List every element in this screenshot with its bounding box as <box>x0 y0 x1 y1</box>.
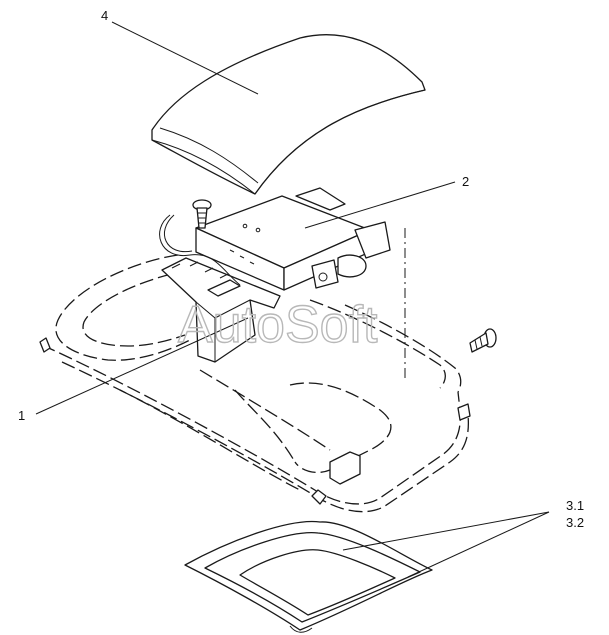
seat-pad-part-3 <box>184 520 433 633</box>
control-module-part-2 <box>195 187 391 291</box>
screw-right <box>469 328 497 353</box>
leader-part-2 <box>304 181 456 229</box>
screw-left <box>192 199 212 229</box>
watermark-text: AutoSoft <box>178 296 378 354</box>
cover-part-4 <box>151 34 426 195</box>
leader-part-4 <box>111 21 259 95</box>
callout-part-3-2: 3.2 <box>566 515 584 530</box>
seat-frame-outline <box>39 228 471 513</box>
callout-part-3-1: 3.1 <box>566 498 584 513</box>
leader-part-1 <box>35 317 249 415</box>
leader-part-3-1 <box>342 511 550 551</box>
mounting-bracket-part-1 <box>161 257 281 363</box>
callout-part-4: 4 <box>101 8 108 23</box>
leader-part-3-2 <box>407 511 550 578</box>
wire-harness <box>159 214 241 286</box>
callout-part-1: 1 <box>18 408 25 423</box>
callout-part-2: 2 <box>462 174 469 189</box>
leader-lines <box>35 21 550 578</box>
